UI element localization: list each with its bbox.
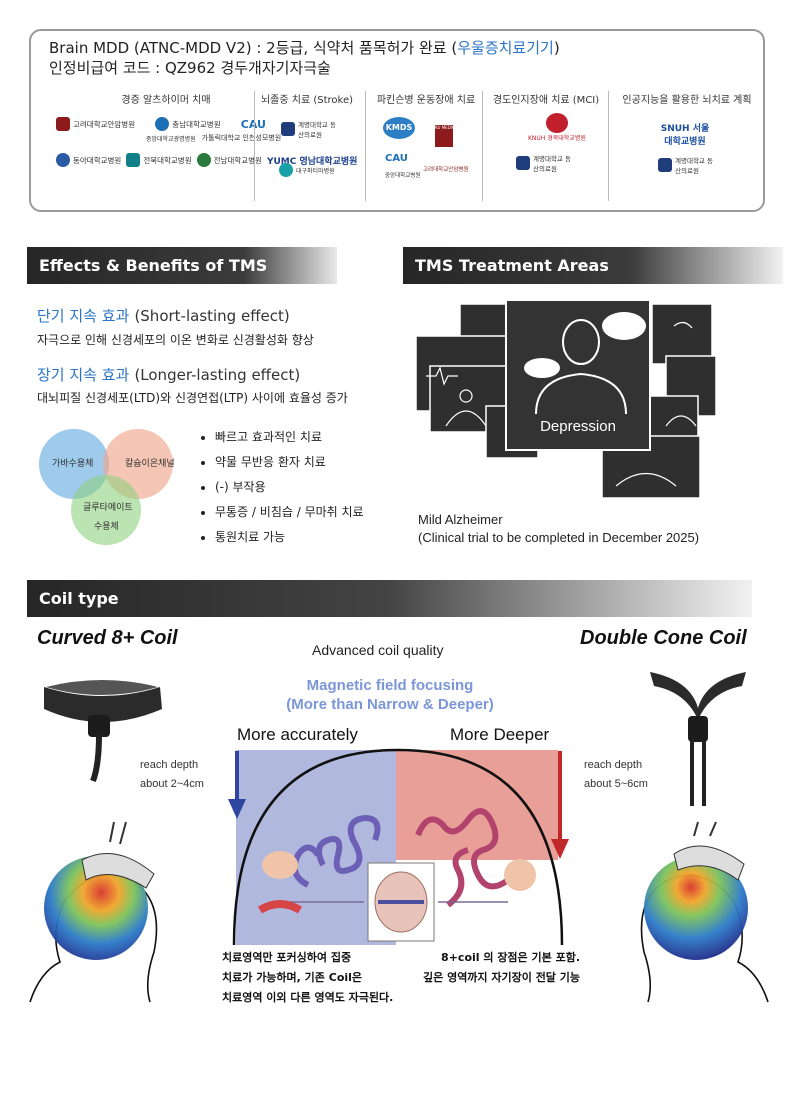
column-divider <box>254 91 255 201</box>
short-effect-desc: 자극으로 인해 신경세포의 이온 변화로 신경활성화 향상 <box>37 333 314 347</box>
hospital-logo: 고려대학교안암병원 <box>56 117 135 131</box>
hospital-logo: 동아대학교병원 <box>56 153 121 167</box>
hospital-logo: YUMC 영남대학교병원 <box>266 156 358 167</box>
double-cone-coil-title: Double Cone Coil <box>580 627 747 649</box>
hospital-column-parkinson: 파킨슨병 운동장애 치료 KMDS KU MEDICINE CAU 중앙대학교병… <box>371 91 481 179</box>
hospital-logo: CAU <box>385 153 408 164</box>
column-title: 경증 알츠하이머 치매 <box>121 95 211 106</box>
hospital-logo: 중앙대학교광명병원 <box>146 135 196 143</box>
treatment-areas-illustration <box>416 299 716 499</box>
benefit-list: 빠르고 효과적인 치료 약물 무반응 환자 치료 (-) 부작용 무통증 / 비… <box>195 428 364 553</box>
long-effect-title: 장기 지속 효과 (Longer-lasting effect) <box>37 366 301 384</box>
hospital-logo: 가톨릭대학교 인천성모병원 <box>201 134 282 142</box>
double-cone-coil-device <box>650 672 746 806</box>
approval-text: Brain MDD (ATNC-MDD V2) : 2등급, 식약처 품목허가 … <box>49 39 458 57</box>
benefit-item: 약물 무반응 환자 치료 <box>215 453 364 470</box>
coil-quality-label: Advanced coil quality <box>312 642 444 658</box>
insurance-code-line: 인정비급여 코드 : QZ962 경두개자기자극술 <box>49 59 331 77</box>
long-effect-desc: 대뇌피질 신경세포(LTD)와 신경연접(LTP) 사이에 효율성 증가 <box>37 391 348 405</box>
approval-paren: ) <box>553 39 560 57</box>
logo-grid: 고려대학교안암병원 충남대학교병원 CAU 중앙대학교광명병원 가톨릭대학교 인… <box>56 117 357 167</box>
focus-line1: Magnetic field focusing <box>306 677 474 694</box>
gyri-left <box>291 814 381 888</box>
hospital-logo: KU MEDICINE <box>435 125 461 147</box>
receptor-venn-diagram <box>39 429 173 545</box>
person-icon <box>535 319 627 415</box>
hospital-logo: 충남대학교병원 <box>155 117 221 131</box>
right-depth-info: reach depth about 5~6cm <box>584 759 648 790</box>
column-title: 뇌졸중 치료 (Stroke) <box>260 95 354 106</box>
trial-caption: (Clinical trial to be completed in Decem… <box>418 530 700 545</box>
area-tile <box>651 303 713 365</box>
depression-label: Depression <box>540 418 616 435</box>
cloud-icon <box>602 312 646 340</box>
hospital-logo: 중앙대학교병원 <box>385 173 421 179</box>
cloud-icon <box>524 358 560 378</box>
alzheimer-caption: Mild Alzheimer <box>418 512 503 527</box>
certification-box: Brain MDD (ATNC-MDD V2) : 2등급, 식약처 품목허가 … <box>29 29 765 212</box>
left-depth-info: reach depth about 2~4cm <box>140 759 204 790</box>
venn-label-calcium: 칼슘이온채널 <box>125 459 175 469</box>
hospital-column-stroke: 뇌졸중 치료 (Stroke) 계명대학교 동산의료원 대구파티마병원 <box>259 91 355 177</box>
hospital-logo: KMDS <box>383 117 415 139</box>
hospital-column-ai: 인공지능을 활용한 뇌치료 계획 SNUH 서울대학교병원 계명대학교 동산의료… <box>614 91 760 175</box>
column-title: 인공지능을 활용한 뇌치료 계획 <box>622 95 752 106</box>
depth-arrow-icon <box>551 751 569 859</box>
accuracy-arrow-icon <box>228 751 246 819</box>
venn-label-gaba: 가바수용체 <box>52 459 94 469</box>
face-right <box>504 859 536 891</box>
hospital-logo: CAU <box>241 118 266 131</box>
approval-line: Brain MDD (ATNC-MDD V2) : 2등급, 식약처 품목허가 … <box>49 37 560 58</box>
focus-title: Magnetic field focusing (More than Narro… <box>250 676 530 714</box>
benefit-item: (-) 부작용 <box>215 478 364 495</box>
column-divider <box>365 91 366 201</box>
column-title: 파킨슨병 운동장애 치료 <box>376 95 476 106</box>
hospital-logo: 계명대학교 동산의료원 <box>658 155 715 175</box>
column-title: 경도인지장애 치료 (MCI) <box>492 95 600 106</box>
left-head-with-coil <box>29 821 158 1003</box>
field-heatmap <box>644 856 748 960</box>
hospital-logo: 고려대학교안암병원 <box>423 167 469 173</box>
column-divider <box>482 91 483 201</box>
section-header-coil: Coil type <box>27 580 752 617</box>
brain-depth-illustration <box>232 748 564 946</box>
section-header-areas: TMS Treatment Areas <box>403 247 783 284</box>
benefit-item: 무통증 / 비침습 / 무마취 치료 <box>215 503 364 520</box>
curved-coil-title: Curved 8+ Coil <box>37 627 178 649</box>
right-coil-note: 8+coil 의 장점은 기본 포함. 깊은 영역까지 자기장이 전달 기능 <box>423 951 580 984</box>
section-header-effects: Effects & Benefits of TMS <box>27 247 337 284</box>
short-effect-title: 단기 지속 효과 (Short-lasting effect) <box>37 307 290 325</box>
hospital-logo: SNUH 서울대학교병원 <box>660 124 710 147</box>
column-divider <box>608 91 609 201</box>
venn-label-receptor: 수용체 <box>94 522 119 532</box>
venn-label-glutamate: 글루타메이트 <box>83 503 133 513</box>
face-left <box>262 851 298 879</box>
hospital-column-mci: 경도인지장애 치료 (MCI) KNUH 경북대학교병원 계명대학교 동산의료원 <box>486 91 606 173</box>
gyri-right <box>415 808 510 908</box>
device-category: 우울증치료기기 <box>457 39 554 57</box>
hospital-logo: 전북대학교병원 <box>126 153 192 167</box>
left-coil-note: 치료영역만 포커싱하여 집중 치료가 가능하며, 기존 Coil은 치료영역 이… <box>222 951 394 1004</box>
depth-field <box>396 750 558 860</box>
hospital-column-alzheimer: 경증 알츠하이머 치매 고려대학교안암병원 충남대학교병원 CAU 중앙대학교광… <box>56 91 357 167</box>
more-deeper-label: More Deeper <box>450 725 550 744</box>
hospital-logo: KNUH 경북대학교병원 <box>528 113 586 142</box>
curved-coil-device <box>44 680 162 783</box>
benefit-item: 빠르고 효과적인 치료 <box>215 428 364 445</box>
field-heatmap <box>44 856 148 960</box>
benefit-item: 통원치료 가능 <box>215 528 364 545</box>
right-head-with-coil <box>640 821 769 1003</box>
head-arc <box>232 748 564 946</box>
focus-line2: (More than Narrow & Deeper) <box>286 696 494 713</box>
more-accurately-label: More accurately <box>237 725 358 744</box>
hospital-logo: 전남대학교병원 <box>196 153 262 167</box>
hospital-logo: 계명대학교 동산의료원 <box>281 119 338 139</box>
hospital-logo: 대구파티마병원 <box>279 163 335 177</box>
hospital-logo: 계명대학교 동산의료원 <box>516 153 573 173</box>
